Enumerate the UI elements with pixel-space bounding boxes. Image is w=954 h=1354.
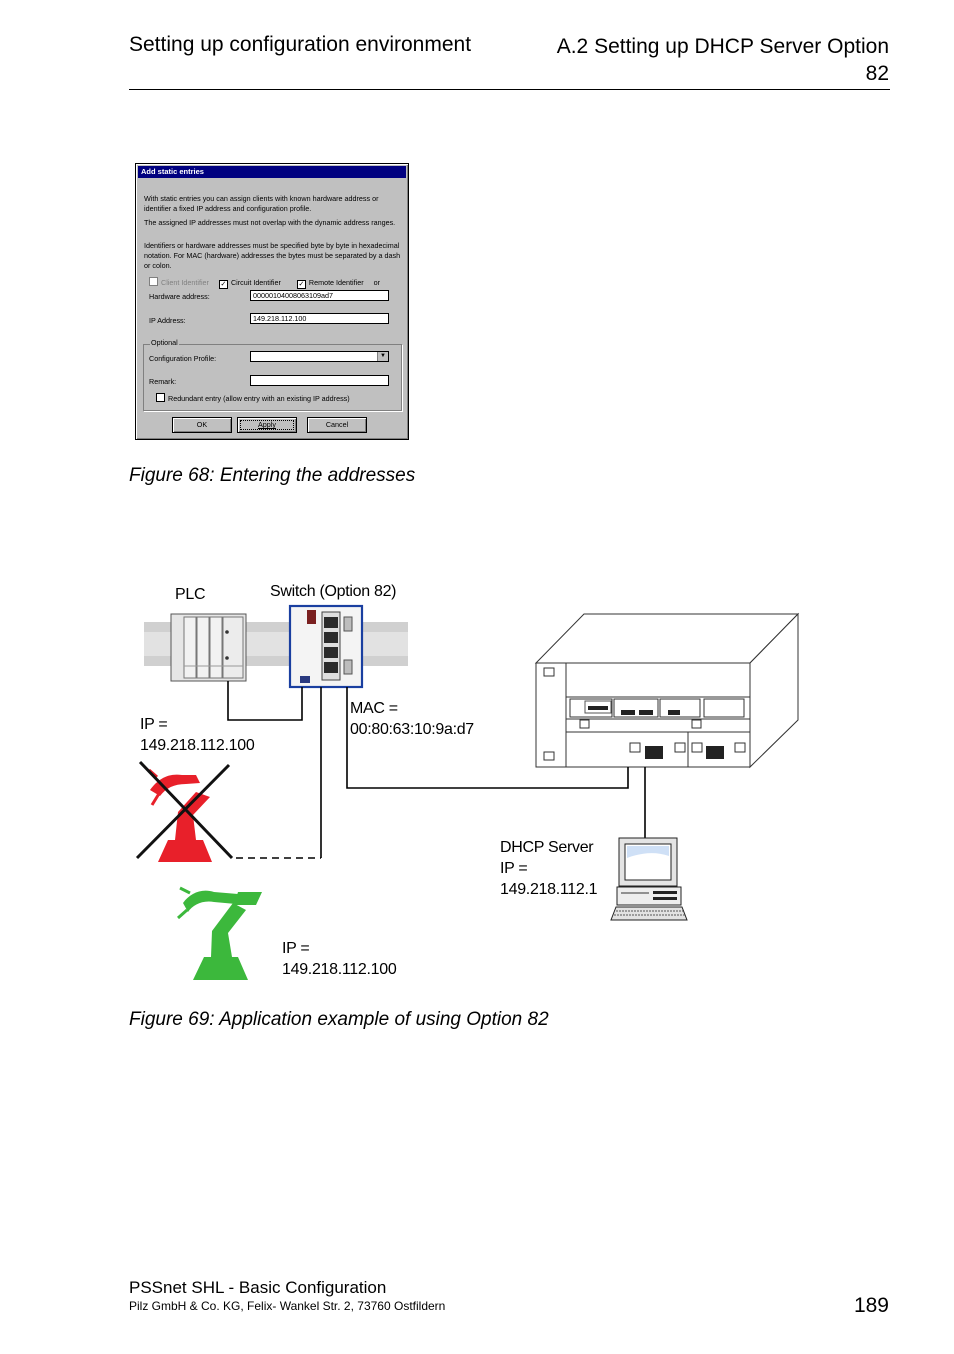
redundant-entry-label: Redundant entry (allow entry with an exi…	[168, 394, 350, 403]
configuration-profile-label: Configuration Profile:	[149, 354, 217, 363]
optional-group-legend: Optional	[150, 338, 179, 347]
configuration-profile-select[interactable]: ▼	[250, 351, 389, 362]
remote-identifier-option[interactable]: ✓Remote Identifier	[296, 278, 364, 289]
dropdown-arrow-icon[interactable]: ▼	[377, 352, 388, 361]
cancel-button[interactable]: Cancel	[307, 417, 367, 433]
circuit-identifier-option[interactable]: ✓Circuit Identifier	[218, 278, 281, 289]
header-rule	[129, 89, 890, 90]
dialog-text-overlap: The assigned IP addresses must not overl…	[144, 218, 396, 227]
client-identifier-option[interactable]: Client Identifier	[149, 277, 209, 287]
figure-68-caption: Figure 68: Entering the addresses	[129, 465, 416, 486]
remark-field[interactable]	[250, 375, 389, 386]
dhcp-server-label: DHCP Server IP = 149.218.112.1	[500, 839, 598, 898]
header-subsection: A.2 Setting up DHCP Server Option 82	[557, 33, 889, 87]
hardware-address-label: Hardware address:	[149, 292, 210, 301]
figure-69-caption: Figure 69: Application example of using …	[129, 1009, 549, 1030]
add-static-entries-dialog: Add static entries With static entries y…	[135, 163, 409, 440]
ok-button[interactable]: OK	[172, 417, 232, 433]
client-identifier-checkbox[interactable]	[149, 277, 158, 286]
ip-address-label: IP Address:	[149, 316, 186, 325]
header-subsection-line1: A.2 Setting up DHCP Server Option	[556, 35, 889, 58]
dhcp-server-chassis	[534, 612, 800, 769]
apply-button[interactable]: Apply	[237, 417, 297, 433]
footer-company: Pilz GmbH & Co. KG, Felix- Wankel Str. 2…	[129, 1299, 446, 1313]
redundant-entry-checkbox[interactable]	[156, 393, 165, 402]
redundant-entry-option[interactable]: Redundant entry (allow entry with an exi…	[156, 393, 350, 403]
switch-device	[288, 604, 364, 689]
identifier-options: Client Identifier ✓Circuit Identifier ✓R…	[149, 277, 380, 289]
plc-device	[170, 613, 247, 682]
dhcp-server-pc-icon	[610, 837, 688, 921]
hardware-address-field[interactable]: 00000104008063109ad7	[250, 290, 389, 301]
new-robot-icon	[177, 886, 262, 980]
optional-group	[143, 344, 402, 411]
circuit-identifier-checkbox[interactable]: ✓	[218, 280, 228, 289]
dialog-text-format: Identifiers or hardware addresses must b…	[144, 241, 401, 270]
ip-label-bottom: IP = 149.218.112.100	[282, 940, 397, 978]
ip-label-top: IP = 149.218.112.100	[140, 716, 255, 754]
remark-label: Remark:	[149, 377, 177, 386]
page-number: 189	[853, 1294, 889, 1317]
header-section-title: Setting up configuration environment	[129, 33, 472, 56]
switch-label: Switch (Option 82)	[270, 583, 397, 600]
dialog-text-intro: With static entries you can assign clien…	[144, 194, 379, 213]
remote-identifier-checkbox[interactable]: ✓	[296, 280, 306, 289]
header-subsection-line2: 82	[865, 62, 889, 85]
or-label: or	[373, 278, 381, 287]
plc-label: PLC	[175, 586, 206, 603]
footer-document-title: PSSnet SHL - Basic Configuration	[129, 1278, 387, 1297]
network-cables	[227, 681, 646, 859]
ip-address-field[interactable]: 149.218.112.100	[250, 313, 389, 324]
dialog-title: Add static entries	[138, 166, 406, 178]
mac-label: MAC = 00:80:63:10:9a:d7	[350, 700, 474, 738]
old-robot-icon	[135, 760, 234, 862]
